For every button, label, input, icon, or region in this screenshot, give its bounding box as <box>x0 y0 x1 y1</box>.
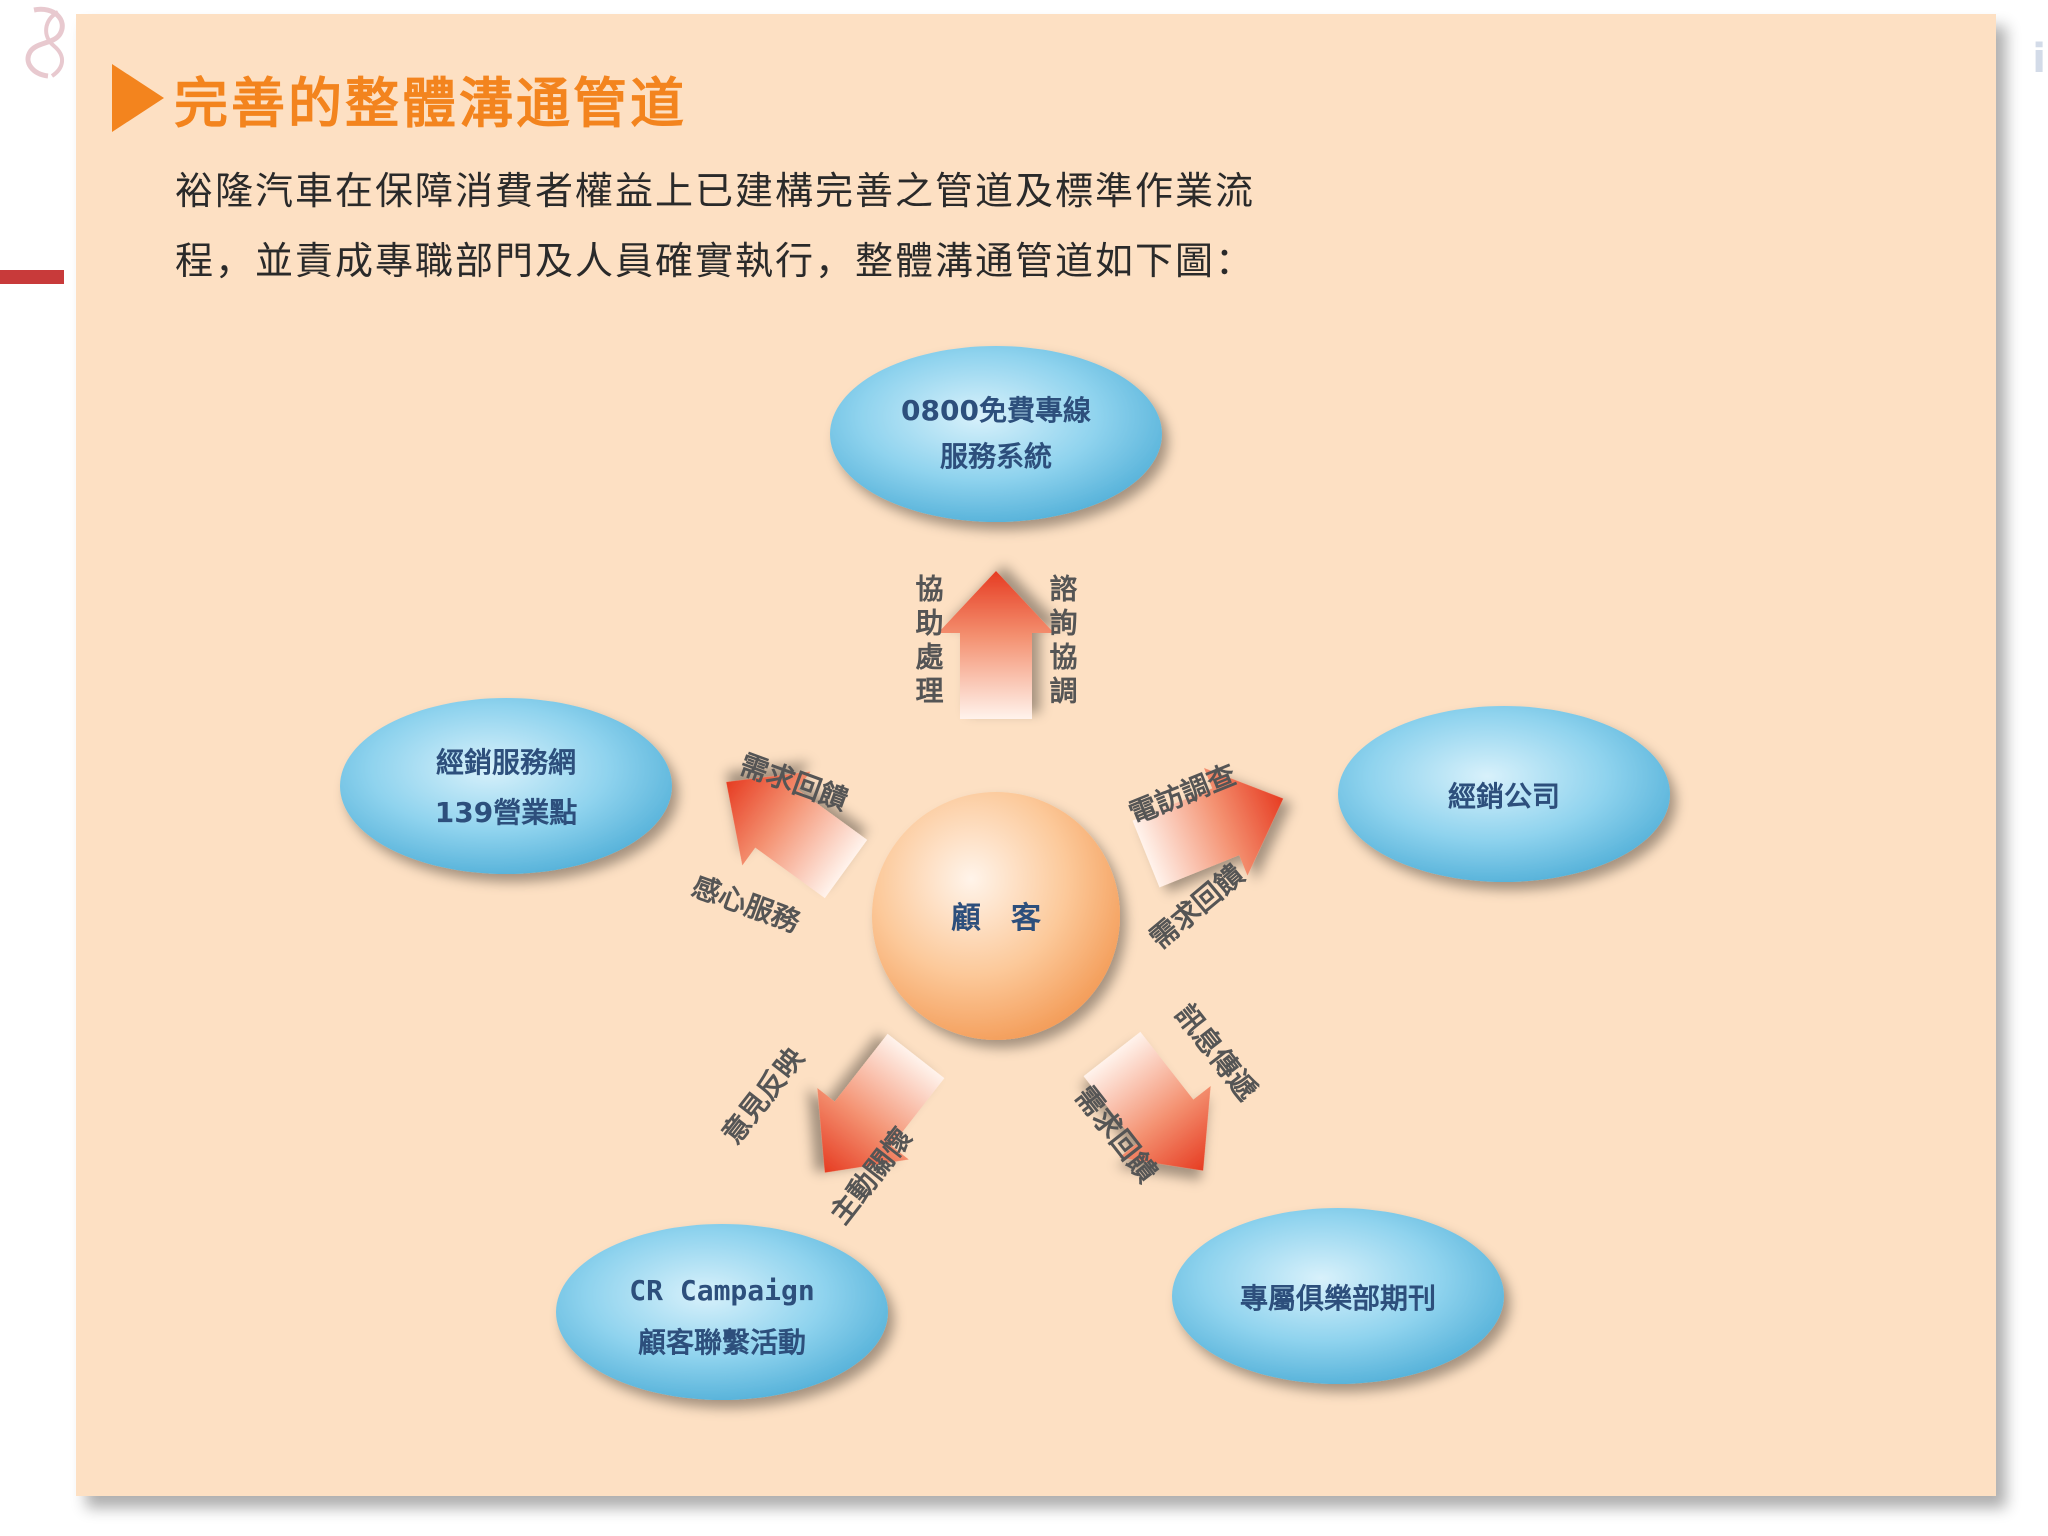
logo-mark <box>25 6 65 79</box>
label-consult-coordinate: 諮詢協調 <box>1046 573 1079 710</box>
center-customer: 顧 客 <box>872 792 1120 1040</box>
node-hotline-line2: 服務系統 <box>940 440 1052 473</box>
arrow-to-right <box>1132 768 1284 888</box>
content-panel: 完善的整體溝通管道 裕隆汽車在保障消費者權益上已建構完善之管道及標準作業流 程，… <box>76 14 1996 1496</box>
node-hotline-line1: 0800免費專線 <box>901 394 1091 427</box>
node-dealer-company-line1: 經銷公司 <box>1448 780 1560 813</box>
arrow-to-top <box>938 571 1054 719</box>
node-hotline: 0800免費專線 服務系統 <box>830 346 1162 522</box>
accent-rule <box>0 270 64 284</box>
node-cr-campaign-line1: CR Campaign <box>629 1274 814 1307</box>
node-cr-campaign-line2: 顧客聯繫活動 <box>638 1326 806 1359</box>
node-cr-campaign: CR Campaign 顧客聯繫活動 <box>556 1224 888 1400</box>
label-opinion-report: 意見反映 <box>716 1041 812 1150</box>
communication-diagram: 0800免費專線 服務系統 經銷服務網 139營業點 經銷公司 CR Campa… <box>340 346 1670 1400</box>
intro-line-2: 程，並責成專職部門及人員確實執行，整體溝通管道如下圖： <box>175 239 1256 283</box>
arrow-to-bottom-right <box>1083 1031 1211 1171</box>
label-heart-service: 感心服務 <box>688 870 805 940</box>
node-dealer-network-line2: 139營業點 <box>435 796 577 829</box>
center-customer-label: 顧 客 <box>951 901 1041 936</box>
node-club-journal-line1: 專屬俱樂部期刊 <box>1240 1282 1436 1315</box>
section-heading: 完善的整體溝通管道 <box>112 58 687 138</box>
intro-paragraph: 裕隆汽車在保障消費者權益上已建構完善之管道及標準作業流 程，並責成專職部門及人員… <box>175 156 1435 296</box>
edge-mark: i <box>2032 36 2046 82</box>
label-assist-handle: 協助處理 <box>912 574 945 710</box>
intro-line-1: 裕隆汽車在保障消費者權益上已建構完善之管道及標準作業流 <box>175 169 1256 213</box>
node-dealer-network-line1: 經銷服務網 <box>436 746 576 779</box>
section-title: 完善的整體溝通管道 <box>174 71 687 135</box>
play-triangle-icon <box>112 64 164 132</box>
arrow-to-bottom-left <box>817 1033 945 1173</box>
node-dealer-company: 經銷公司 <box>1338 706 1670 882</box>
node-club-journal: 專屬俱樂部期刊 <box>1172 1208 1504 1384</box>
node-dealer-network: 經銷服務網 139營業點 <box>340 698 672 874</box>
arrow-to-left <box>726 771 868 899</box>
